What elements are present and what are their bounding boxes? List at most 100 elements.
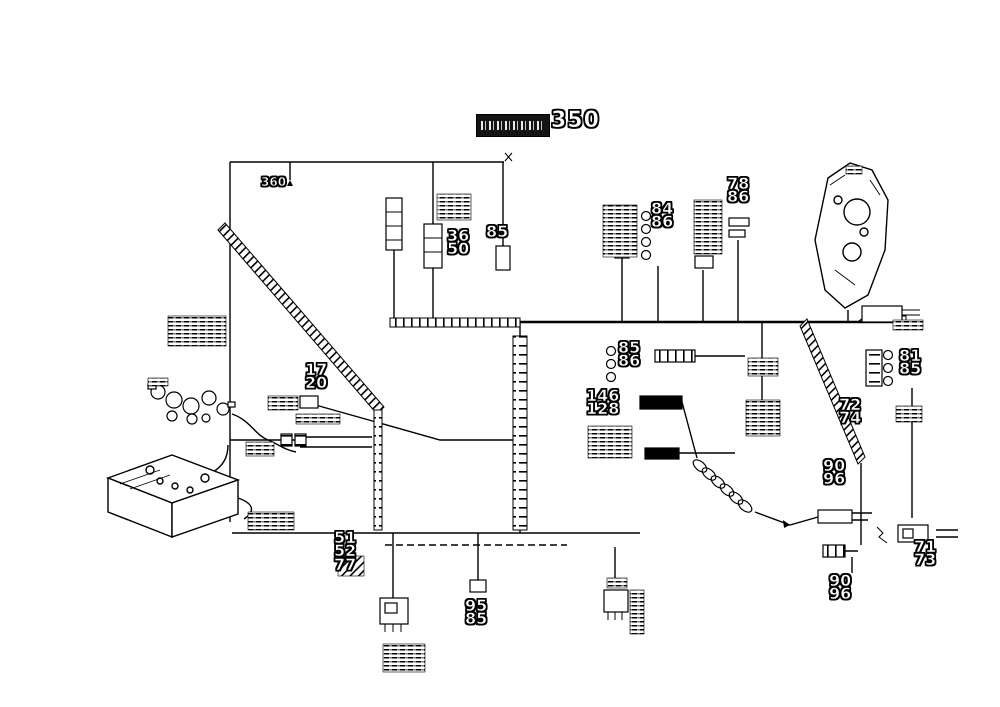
- starter-bolt-cluster: [147, 383, 236, 425]
- callout-number: 86: [651, 212, 674, 232]
- fine-print: [602, 204, 638, 258]
- callout-number: 86: [618, 351, 641, 371]
- wire-conn-br-stub: [845, 550, 858, 573]
- callout-number: 95: [465, 596, 488, 615]
- fine-print: [147, 377, 169, 387]
- wire-comp-stubs: [852, 512, 872, 521]
- fine-print: [745, 399, 781, 437]
- callout-number: 96: [823, 469, 846, 489]
- fine-print: [295, 413, 341, 425]
- callout-number: 51: [334, 528, 357, 547]
- callout-360: 360: [261, 175, 287, 189]
- wire-risers-mid: [621, 240, 739, 322]
- callout-number: 85: [899, 359, 922, 379]
- loom-wrapped-section: [389, 317, 521, 328]
- pin-circle-stacks: [605, 210, 894, 387]
- wire-battery-cable-1: [237, 497, 253, 520]
- callout-number: 77: [334, 554, 357, 574]
- callout-number: 72: [839, 395, 862, 414]
- connector-dark: [639, 395, 683, 410]
- callout-number: 350: [551, 108, 600, 133]
- callout-number: 52: [334, 541, 357, 561]
- callout-number: 17: [305, 360, 328, 379]
- pin-strip: [512, 335, 528, 531]
- callout-number: 20: [305, 373, 328, 393]
- fine-print: [436, 193, 472, 221]
- callout-number: 84: [651, 199, 674, 218]
- connector: [822, 544, 846, 558]
- connector: [495, 245, 511, 271]
- wire-relay-stubs: [936, 529, 958, 538]
- relay-inner: [384, 602, 398, 614]
- fine-print: [747, 357, 779, 377]
- connector: [385, 197, 403, 251]
- fine-print: [845, 165, 863, 175]
- wire-diag-to-coil: [681, 401, 698, 459]
- arrowhead-coil: [783, 520, 790, 528]
- callout-85: 85: [486, 222, 509, 241]
- arrowhead-360: [287, 180, 293, 186]
- callout-number: 73: [914, 550, 937, 570]
- callout-number: 96: [829, 584, 852, 604]
- loom-bands: [217, 222, 866, 531]
- loom-band-left: [217, 222, 385, 415]
- fine-print: [245, 441, 275, 457]
- callout-number: 360: [261, 175, 287, 189]
- connector: [817, 509, 853, 524]
- callout-number: 78: [727, 174, 750, 193]
- loom-band-left-vertical: [373, 409, 383, 531]
- callout-number: 146: [586, 386, 620, 405]
- callout-number: 86: [727, 187, 750, 207]
- part-number-stamp: [477, 115, 549, 136]
- callout-number: 81: [899, 346, 922, 365]
- callout-number: 85: [618, 338, 641, 357]
- callout-number: 90: [823, 456, 846, 475]
- wire-starter-cable: [231, 413, 297, 453]
- fine-print: [267, 395, 299, 411]
- callout-number: 74: [839, 408, 862, 428]
- wire-zigzag-small: [876, 526, 888, 544]
- fine-print: [606, 577, 628, 589]
- hatch-mark: [337, 555, 365, 577]
- harness-trunk: [389, 315, 907, 329]
- connector: [603, 589, 629, 613]
- connector: [728, 217, 750, 227]
- fine-print-clusters: [147, 165, 924, 673]
- connector: [280, 433, 293, 447]
- wire-mid-left-pair: [300, 436, 372, 448]
- fine-print: [629, 589, 645, 635]
- callout-number: 36: [447, 226, 470, 245]
- callout-number: 50: [447, 239, 470, 259]
- connector: [423, 223, 443, 269]
- callout-number: 128: [586, 399, 620, 419]
- fine-print: [382, 643, 426, 673]
- callout-number: 85: [465, 609, 488, 629]
- connector: [294, 433, 307, 447]
- connector: [865, 349, 883, 387]
- fine-print: [693, 199, 723, 255]
- fine-print: [895, 405, 923, 423]
- fine-print: [587, 425, 633, 459]
- connector: [728, 229, 746, 238]
- alternator: [814, 162, 889, 309]
- stamp-print-marks: [481, 121, 545, 130]
- callout-number: 85: [486, 222, 509, 241]
- connector: [654, 349, 696, 363]
- coiled-wire: [692, 459, 753, 513]
- wire-end-cross: [504, 152, 513, 162]
- connector: [469, 579, 487, 593]
- fine-print: [167, 315, 227, 347]
- loom-band-right: [799, 318, 866, 465]
